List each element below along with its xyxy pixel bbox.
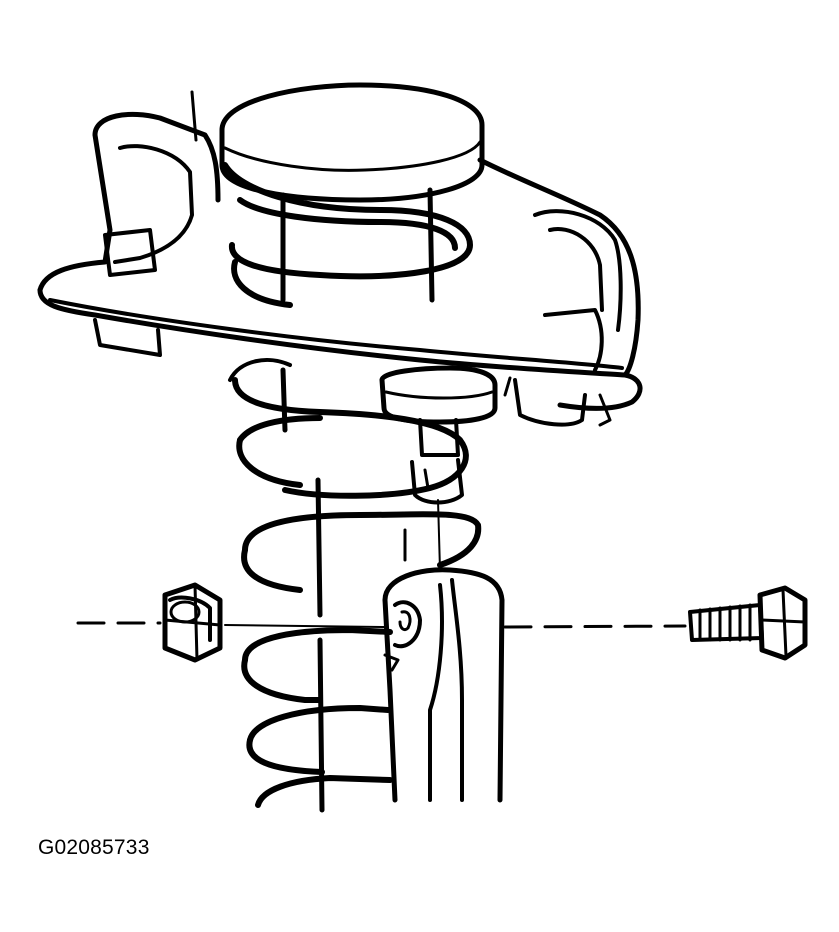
upper-bracket bbox=[37, 111, 643, 427]
figure-id-label: G02085733 bbox=[38, 836, 150, 859]
stabilizer-link-bushing bbox=[379, 365, 498, 571]
link-bolt bbox=[688, 585, 808, 661]
upper-strut-mount bbox=[219, 82, 485, 203]
stabilizer-link bbox=[382, 567, 505, 803]
link-nut bbox=[162, 582, 223, 663]
shock-absorber-body bbox=[280, 187, 435, 813]
alignment-centerline bbox=[76, 621, 687, 629]
coil-spring bbox=[222, 162, 482, 808]
